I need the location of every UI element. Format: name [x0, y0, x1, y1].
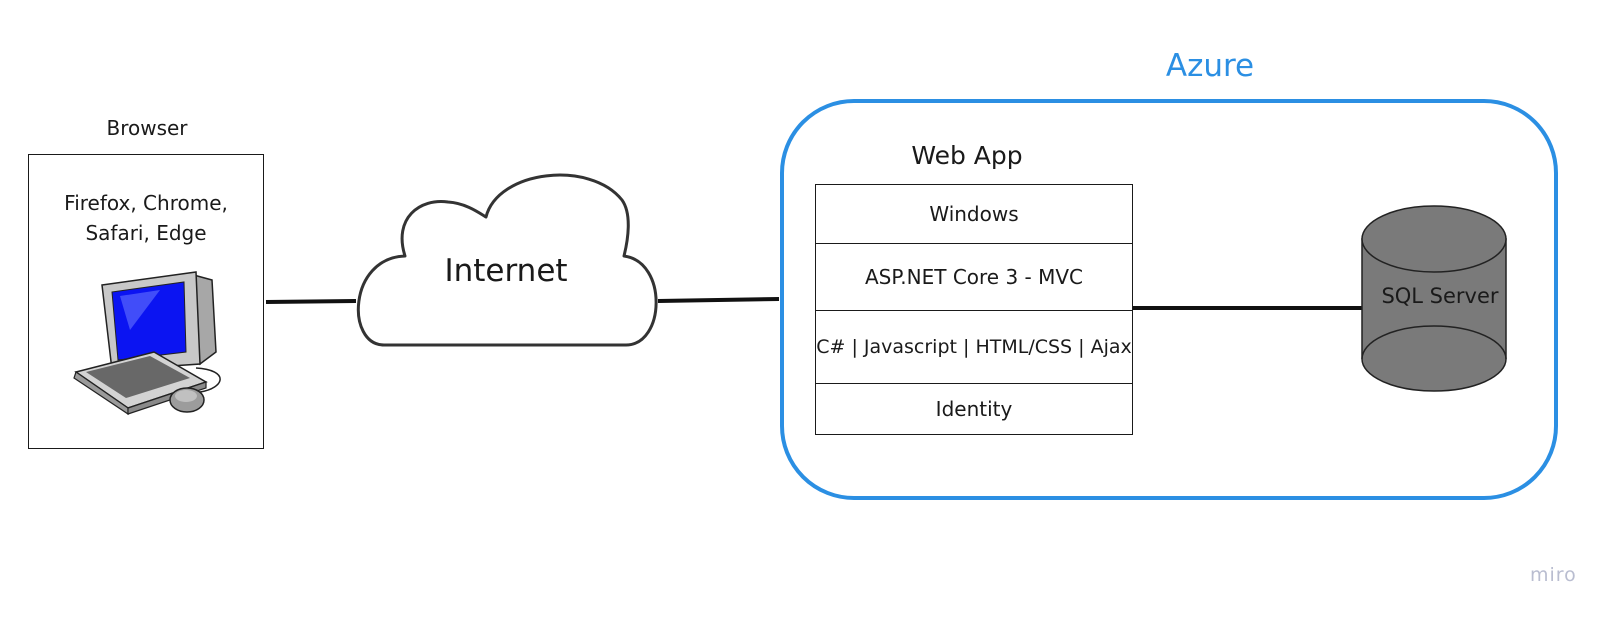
webapp-stack: Windows ASP.NET Core 3 - MVC C# | Javasc… [815, 184, 1133, 435]
database-cylinder-icon [1361, 205, 1507, 392]
sql-server-label: SQL Server [1381, 284, 1499, 308]
cloud-icon [356, 173, 658, 347]
miro-watermark: miro [1530, 564, 1577, 586]
internet-label: Internet [444, 253, 568, 289]
webapp-title: Web App [911, 141, 1023, 170]
computer-icon [73, 271, 221, 416]
browser-box: Firefox, Chrome, Safari, Edge [28, 154, 264, 449]
stack-layer-windows: Windows [816, 185, 1132, 244]
internet-webapp-connector [657, 297, 780, 303]
stack-layer-identity: Identity [935, 397, 1013, 421]
stack-layer-languages: C# | Javascript | HTML/CSS | Ajax [816, 311, 1132, 384]
browser-title: Browser [106, 116, 188, 140]
browser-internet-connector [265, 299, 357, 304]
azure-title: Azure [1165, 48, 1255, 84]
stack-layer-aspnet: ASP.NET Core 3 - MVC [816, 244, 1132, 311]
browser-list: Firefox, Chrome, Safari, Edge [64, 191, 228, 245]
azure-container [780, 99, 1558, 500]
